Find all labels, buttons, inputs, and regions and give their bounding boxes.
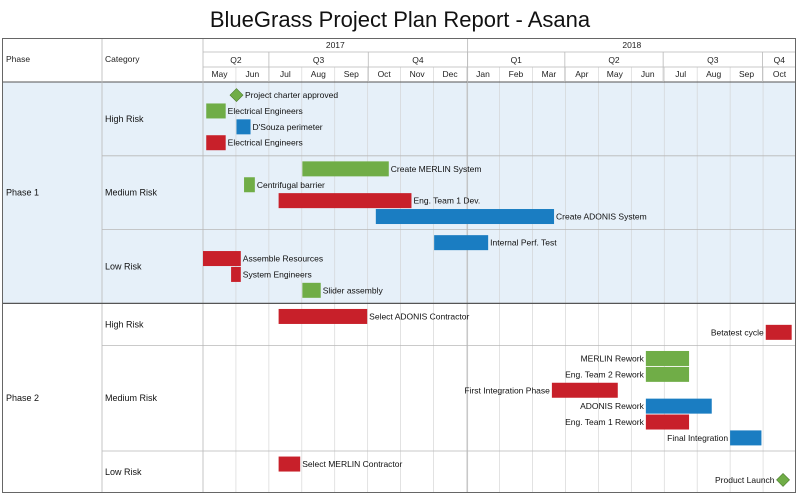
phase-background [2, 82, 796, 304]
category-label: High Risk [105, 114, 144, 124]
chart-border [2, 38, 796, 493]
task-label: Assemble Resources [243, 254, 323, 264]
header-category-label: Category [105, 54, 140, 64]
month-label: Jun [641, 69, 655, 79]
task-bar[interactable] [645, 414, 690, 430]
category-label: Low Risk [105, 261, 142, 271]
task-label: Internal Perf. Test [490, 238, 557, 248]
header-phase-label: Phase [6, 54, 30, 64]
task-bar[interactable] [236, 119, 251, 135]
task-label: Create ADONIS System [556, 212, 647, 222]
month-label: Apr [575, 69, 588, 79]
task-bar[interactable] [375, 209, 555, 225]
phase-label: Phase 1 [6, 188, 39, 198]
chart-title: BlueGrass Project Plan Report - Asana [209, 7, 591, 32]
task-label: First Integration Phase [464, 385, 550, 395]
category-label: Low Risk [105, 467, 142, 477]
task-bar[interactable] [244, 177, 255, 193]
year-label: 2018 [622, 40, 641, 50]
task-bar[interactable] [278, 193, 412, 209]
month-label: Mar [542, 69, 557, 79]
task-label: Betatest cycle [711, 327, 764, 337]
milestone-marker[interactable] [776, 473, 790, 487]
task-bar[interactable] [206, 135, 226, 151]
task-label: Select ADONIS Contractor [369, 311, 469, 321]
task-label: Electrical Engineers [228, 138, 303, 148]
task-bar[interactable] [302, 282, 321, 298]
quarter-label: Q2 [608, 55, 620, 65]
task-label: Final Integration [667, 433, 728, 443]
month-label: Jul [280, 69, 291, 79]
task-label: ADONIS Rework [580, 401, 645, 411]
quarter-label: Q4 [774, 55, 786, 65]
task-bar[interactable] [231, 266, 241, 282]
category-label: High Risk [105, 319, 144, 329]
task-label: Project charter approved [245, 90, 338, 100]
task-bar[interactable] [645, 350, 690, 366]
task-label: Electrical Engineers [228, 106, 303, 116]
task-bar[interactable] [434, 235, 489, 251]
month-label: May [607, 69, 624, 79]
task-bar[interactable] [278, 308, 368, 324]
quarter-label: Q1 [511, 55, 523, 65]
month-label: Jan [476, 69, 490, 79]
month-label: Jun [246, 69, 260, 79]
task-label: Centrifugal barrier [257, 180, 325, 190]
quarter-label: Q4 [412, 55, 424, 65]
quarter-label: Q2 [230, 55, 242, 65]
phase-label: Phase 2 [6, 393, 39, 403]
task-bar[interactable] [765, 324, 792, 340]
task-label: Product Launch [715, 475, 775, 485]
month-label: Jul [675, 69, 686, 79]
month-label: Dec [443, 69, 459, 79]
year-label: 2017 [326, 40, 345, 50]
task-bar[interactable] [278, 456, 301, 472]
month-label: Aug [706, 69, 721, 79]
quarter-label: Q3 [313, 55, 325, 65]
category-label: Medium Risk [105, 188, 158, 198]
task-label: System Engineers [243, 269, 312, 279]
task-label: Eng. Team 2 Rework [565, 369, 644, 379]
task-bar[interactable] [645, 366, 690, 382]
task-bar[interactable] [203, 251, 241, 267]
task-bar[interactable] [302, 161, 389, 177]
month-label: Nov [410, 69, 426, 79]
milestone-marker[interactable] [229, 88, 244, 102]
month-label: Sep [344, 69, 359, 79]
month-label: Sep [739, 69, 754, 79]
task-bar[interactable] [730, 430, 762, 446]
task-bar[interactable] [206, 103, 226, 119]
task-label: Eng. Team 1 Rework [565, 417, 644, 427]
month-label: Feb [509, 69, 524, 79]
task-label: Create MERLIN System [391, 164, 482, 174]
month-label: May [211, 69, 228, 79]
task-label: MERLIN Rework [581, 353, 645, 363]
task-bar[interactable] [551, 382, 618, 398]
month-label: Oct [378, 69, 392, 79]
task-label: D'Souza perimeter [253, 122, 323, 132]
task-label: Eng. Team 1 Dev. [413, 196, 480, 206]
task-label: Slider assembly [323, 285, 384, 295]
task-bar[interactable] [645, 398, 712, 414]
month-label: Oct [773, 69, 787, 79]
quarter-label: Q3 [707, 55, 719, 65]
category-label: Medium Risk [105, 393, 158, 403]
task-label: Select MERLIN Contractor [302, 459, 402, 469]
month-label: Aug [311, 69, 326, 79]
